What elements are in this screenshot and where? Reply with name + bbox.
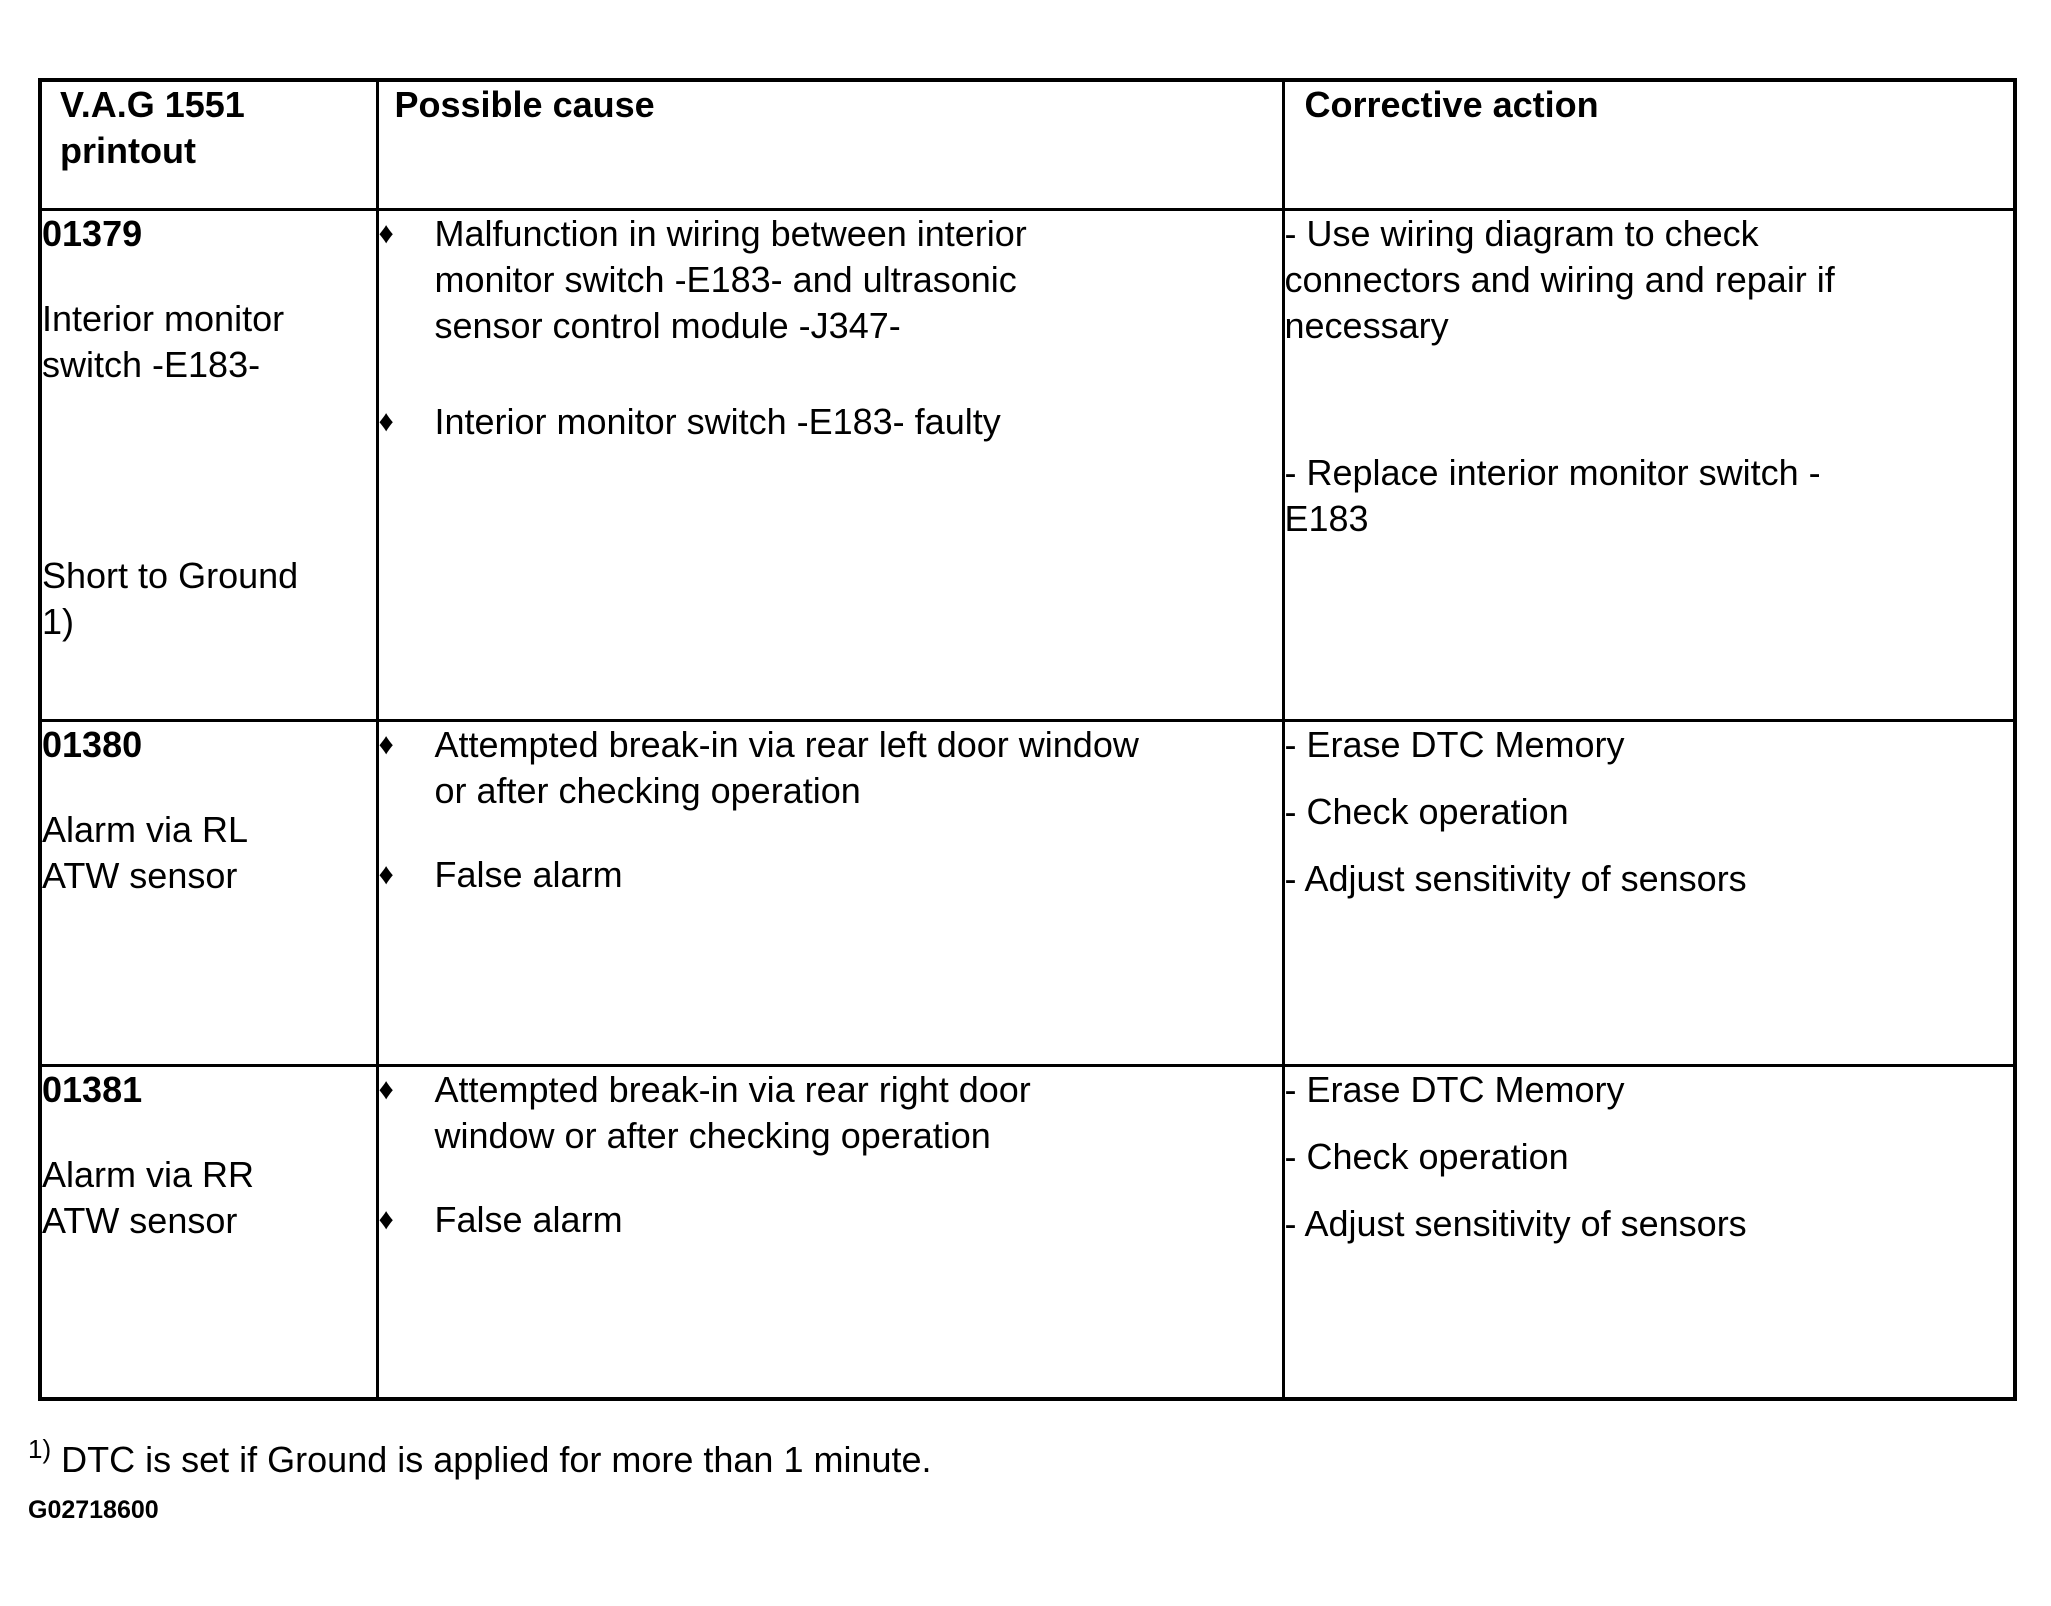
cause-item: ♦ Attempted break-in via rear right door… xyxy=(379,1067,1282,1159)
cause-text: False alarm xyxy=(434,853,623,895)
header-corrective-action-label: Corrective action xyxy=(1304,84,1599,125)
action-text: - Replace interior monitor switch -E183 xyxy=(1284,451,1821,539)
figure-id: G02718600 xyxy=(28,1496,159,1524)
table-row-01381: 01381 Alarm via RR ATW sensor ♦ Attempte… xyxy=(38,1063,2017,1401)
footnote: 1) DTC is set if Ground is applied for m… xyxy=(28,1434,2051,1483)
cause-item: ♦ False alarm xyxy=(379,852,1282,898)
corrective-action-cell: - Use wiring diagram to check connectors… xyxy=(1281,207,2017,722)
diamond-bullet-icon: ♦ xyxy=(378,727,394,761)
diamond-bullet-icon: ♦ xyxy=(378,404,394,438)
header-vag-printout: V.A.G 1551 printout xyxy=(38,78,379,211)
possible-cause-cell: ♦ Malfunction in wiring between interior… xyxy=(375,207,1285,722)
header-possible-cause-label: Possible cause xyxy=(394,84,655,125)
action-text: - Adjust sensitivity of sensors xyxy=(1284,857,1747,899)
cause-text: Attempted break-in via rear left door wi… xyxy=(434,723,1139,811)
corrective-action-cell: - Erase DTC Memory - Check operation - A… xyxy=(1281,718,2017,1067)
diamond-bullet-icon: ♦ xyxy=(378,1202,394,1236)
cause-item: ♦ Interior monitor switch -E183- faulty xyxy=(379,399,1282,445)
action-text: - Erase DTC Memory xyxy=(1284,723,1625,765)
action-text: - Adjust sensitivity of sensors xyxy=(1284,1202,1747,1244)
table-header-row: V.A.G 1551 printout Possible cause Corre… xyxy=(38,78,2017,211)
action-text: - Check operation xyxy=(1284,1135,1569,1177)
cause-item: ♦ Attempted break-in via rear left door … xyxy=(379,722,1282,814)
corrective-action-cell: - Erase DTC Memory - Check operation - A… xyxy=(1281,1063,2017,1401)
cause-text: Malfunction in wiring between interior m… xyxy=(434,212,1027,346)
table-row-01379: 01379 Interior monitor switch -E183- Sho… xyxy=(38,207,2017,722)
header-corrective-action: Corrective action xyxy=(1281,78,2017,211)
dtc-code: 01379 xyxy=(42,212,143,254)
dtc-label: Alarm via RL ATW sensor xyxy=(42,808,247,896)
footnote-marker: 1) xyxy=(28,1434,52,1464)
dtc-label: Interior monitor switch -E183- xyxy=(42,297,285,385)
cause-item: ♦ Malfunction in wiring between interior… xyxy=(379,211,1282,349)
printout-cell: 01381 Alarm via RR ATW sensor xyxy=(38,1063,379,1401)
printout-cell: 01380 Alarm via RL ATW sensor xyxy=(38,718,379,1067)
header-possible-cause: Possible cause xyxy=(375,78,1285,211)
cause-text: Interior monitor switch -E183- faulty xyxy=(434,400,1001,442)
dtc-table: V.A.G 1551 printout Possible cause Corre… xyxy=(38,78,2017,1401)
cause-text: Attempted break-in via rear right door w… xyxy=(434,1068,1031,1156)
possible-cause-cell: ♦ Attempted break-in via rear left door … xyxy=(375,718,1285,1067)
header-vag-printout-label: V.A.G 1551 printout xyxy=(60,84,245,171)
dtc-code: 01381 xyxy=(42,1068,143,1110)
cause-item: ♦ False alarm xyxy=(379,1197,1282,1243)
dtc-qualifier: Short to Ground 1) xyxy=(42,554,299,642)
diamond-bullet-icon: ♦ xyxy=(378,216,394,250)
possible-cause-cell: ♦ Attempted break-in via rear right door… xyxy=(375,1063,1285,1401)
table-row-01380: 01380 Alarm via RL ATW sensor ♦ Attempte… xyxy=(38,718,2017,1067)
diamond-bullet-icon: ♦ xyxy=(378,1072,394,1106)
cause-text: False alarm xyxy=(434,1198,623,1240)
footnote-text: DTC is set if Ground is applied for more… xyxy=(61,1439,932,1480)
manual-page: V.A.G 1551 printout Possible cause Corre… xyxy=(28,78,2051,1524)
action-text: - Check operation xyxy=(1284,790,1569,832)
action-text: - Use wiring diagram to check connectors… xyxy=(1284,212,1835,346)
printout-cell: 01379 Interior monitor switch -E183- Sho… xyxy=(38,207,379,722)
dtc-code: 01380 xyxy=(42,723,143,765)
diamond-bullet-icon: ♦ xyxy=(378,857,394,891)
action-text: - Erase DTC Memory xyxy=(1284,1068,1625,1110)
dtc-label: Alarm via RR ATW sensor xyxy=(42,1153,255,1241)
